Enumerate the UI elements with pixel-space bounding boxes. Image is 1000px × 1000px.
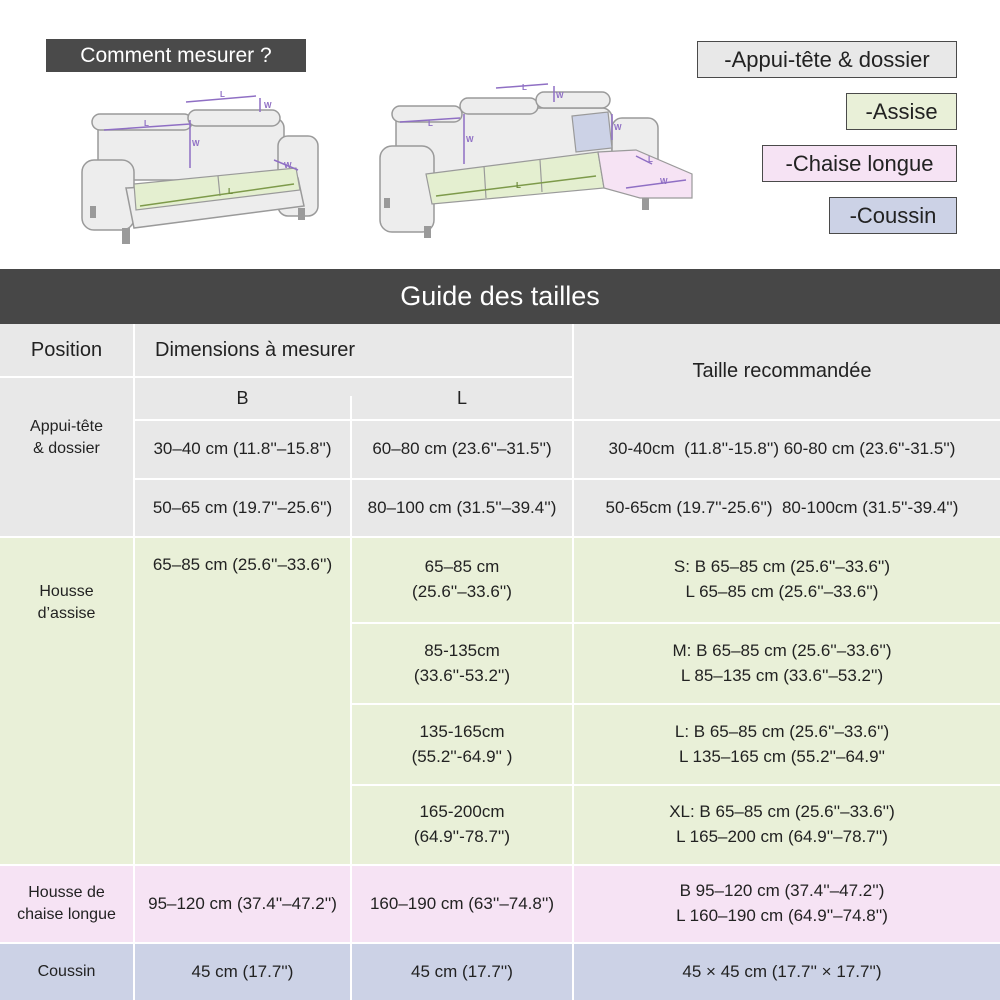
headrest-r2-l: 80–100 cm (31.5''–39.4'') [367, 497, 557, 517]
seat-size-l-l: 135-165cm (55.2''-64.9'' ) [411, 721, 513, 766]
cushion-b: 45 cm (17.7'') [191, 961, 294, 981]
svg-text:L: L [220, 90, 225, 99]
chaise-recommended: B 95–120 cm (37.4''–47.2'') L 160–190 cm… [676, 881, 888, 925]
how-to-measure-title: Comment mesurer ? [46, 39, 306, 72]
svg-text:W: W [284, 161, 292, 170]
row-label-chaise: Housse de chaise longue [17, 883, 116, 923]
column-header-dimensions: Dimensions à mesurer [155, 338, 356, 361]
seat-size-xl-l: 165-200cm (64.9''-78.7'') [413, 802, 511, 846]
grid-line [0, 376, 135, 378]
cushion-recommended: 45 × 45 cm (17.7'' × 17.7'') [682, 961, 882, 981]
grid-line [0, 536, 1000, 538]
svg-text:L: L [522, 83, 527, 92]
column-header-b: B [236, 388, 249, 409]
column-header-l: L [456, 388, 467, 409]
sectional-sofa-diagram-illustration: L L W W W L W L [379, 83, 693, 238]
seat-size-l-recommended: L: B 65–85 cm (25.6''–33.6'') L 135–165 … [674, 721, 890, 766]
table-section-headrest [0, 324, 1000, 536]
seat-size-m-l: 85-135cm (33.6''-53.2'') [413, 640, 511, 685]
headrest-r1-b: 30–40 cm (11.8''–15.8'') [153, 439, 332, 459]
svg-text:L: L [648, 155, 653, 164]
svg-text:L: L [428, 119, 433, 128]
row-label-cushion: Coussin [37, 963, 96, 981]
column-header-recommended: Taille recommandée [692, 360, 872, 382]
grid-line [572, 324, 574, 1000]
headrest-r2-recommended: 50-65cm (19.7''-25.6'') 80-100cm (31.5''… [605, 497, 959, 517]
grid-line [350, 622, 1000, 624]
seat-size-s-recommended: S: B 65–85 cm (25.6''–33.6'') L 65–85 cm… [673, 557, 891, 601]
grid-line [133, 324, 135, 1000]
svg-text:L: L [516, 181, 521, 190]
svg-text:L: L [144, 119, 149, 128]
legend-headrest: -Appui-tête & dossier [697, 41, 957, 78]
seat-size-m-recommended: M: B 65–85 cm (25.6''–33.6'') L 85–135 c… [672, 640, 892, 685]
cushion-l: 45 cm (17.7'') [411, 961, 513, 981]
svg-text:W: W [660, 177, 668, 186]
sofa-diagram-illustration: L L W W W L [81, 90, 319, 244]
grid-line [0, 864, 1000, 866]
grid-line [133, 419, 1000, 421]
row-label-headrest: Appui-tête & dossier [30, 417, 103, 457]
svg-text:W: W [466, 135, 474, 144]
grid-line [350, 703, 1000, 705]
row-label-seat: Housse d’assise [37, 582, 96, 622]
svg-text:W: W [614, 123, 622, 132]
svg-text:W: W [556, 91, 564, 100]
grid-line [0, 942, 1000, 944]
chaise-l: 160–190 cm (63''–74.8'') [369, 893, 555, 913]
table-section-chaise [0, 864, 1000, 942]
column-header-position: Position [30, 338, 103, 361]
grid-line [133, 478, 1000, 480]
table-section-cushion [0, 942, 1000, 1000]
seat-size-xl-recommended: XL: B 65–85 cm (25.6''–33.6'') L 165–200… [669, 802, 895, 846]
table-section-seat [0, 536, 1000, 864]
grid-line [350, 784, 1000, 786]
headrest-r1-recommended: 30-40cm (11.8''-15.8'') 60-80 cm (23.6''… [608, 439, 956, 459]
headrest-r1-l: 60–80 cm (23.6''–31.5'') [372, 439, 552, 459]
svg-text:W: W [264, 101, 272, 110]
grid-line [133, 376, 574, 378]
headrest-r2-b: 50–65 cm (19.7''–25.6'') [152, 497, 333, 517]
svg-text:W: W [192, 139, 200, 148]
grid-line [350, 396, 352, 1000]
seat-b: 65–85 cm (25.6''–33.6'') [152, 554, 333, 574]
legend-cushion: -Coussin [829, 197, 957, 234]
legend-chaise-longue: -Chaise longue [762, 145, 957, 182]
size-guide-title: Guide des tailles [0, 269, 1000, 324]
svg-text:L: L [228, 187, 233, 196]
legend-seat: -Assise [846, 93, 957, 130]
chaise-b: 95–120 cm (37.4''–47.2'') [148, 893, 337, 913]
seat-size-s-l: 65–85 cm (25.6''–33.6'') [412, 557, 512, 601]
